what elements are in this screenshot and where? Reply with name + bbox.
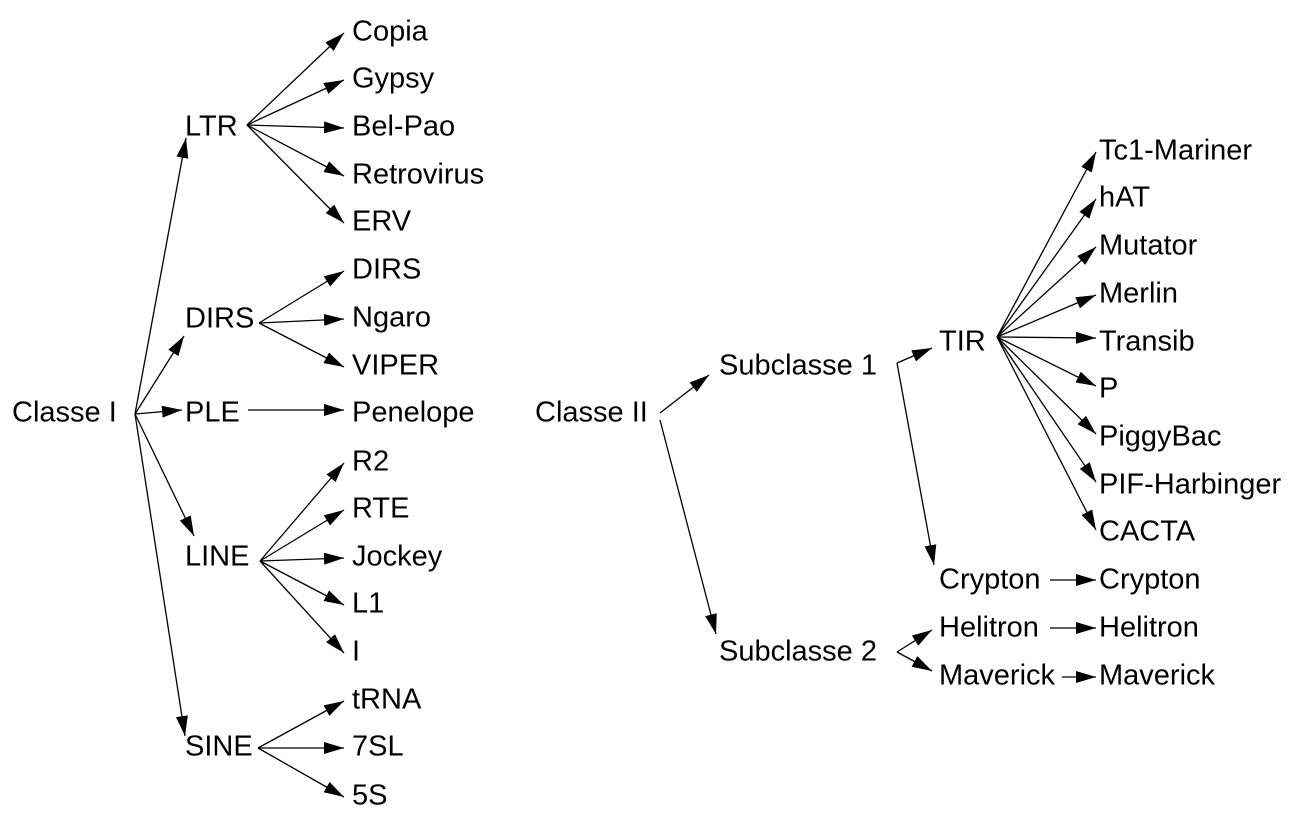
group-tir: TIR	[939, 326, 986, 358]
leaf-mutator: Mutator	[1099, 230, 1198, 262]
edge-tir-tc1-mariner	[996, 151, 1097, 338]
edge-classe-1-ple	[134, 405, 183, 418]
leaf-i: I	[352, 636, 360, 668]
leaf-r2: R2	[352, 446, 389, 478]
leaf-retrovirus: Retrovirus	[352, 159, 484, 191]
group-helitron: Helitron	[939, 612, 1039, 644]
classe-1-tree: Classe I LTR Copia Gypsy Bel-Pao Retrovi…	[12, 16, 484, 812]
edge-ltr-bel-pao	[246, 121, 345, 134]
edge-sine-5s	[257, 747, 345, 798]
leaf-helitron: Helitron	[1099, 612, 1199, 644]
leaf-tc1-mariner: Tc1-Mariner	[1099, 135, 1252, 167]
group-ltr: LTR	[185, 111, 238, 143]
leaf-rte: RTE	[352, 493, 409, 525]
subclasse-2: Subclasse 2	[719, 636, 877, 668]
edge-tir-hat	[996, 198, 1097, 338]
group-dirs: DIRS	[185, 303, 254, 335]
classe-1-root: Classe I	[12, 397, 117, 429]
leaf-trna: tRNA	[352, 684, 422, 716]
edge-ltr-copia	[246, 32, 345, 126]
leaf-viper: VIPER	[352, 350, 439, 382]
edge-subclasse-1-crypton	[896, 362, 937, 566]
group-crypton: Crypton	[939, 564, 1041, 596]
leaf-jockey: Jockey	[352, 541, 443, 573]
edge-subclasse-1-tir	[896, 347, 933, 364]
leaf-crypton: Crypton	[1099, 564, 1201, 596]
leaf-l1: L1	[352, 588, 384, 620]
group-line: LINE	[185, 541, 249, 573]
leaf-pif-harbinger: PIF-Harbinger	[1099, 469, 1281, 501]
subclasse-1: Subclasse 1	[719, 350, 877, 382]
edge-subclasse-2-helitron	[896, 629, 933, 653]
leaf-dirs: DIRS	[352, 254, 421, 286]
edge-classe-1-ltr	[134, 137, 189, 415]
leaf-5s: 5S	[352, 780, 387, 812]
edge-tir-transib	[996, 331, 1097, 344]
edge-tir-p	[996, 336, 1097, 387]
group-ple: PLE	[185, 397, 240, 429]
classe-2-tree: Classe II Subclasse 1 Subclasse 2 TIR Tc…	[535, 135, 1281, 692]
edge-ltr-gypsy	[246, 79, 345, 126]
edge-tir-piggybac	[996, 336, 1097, 435]
edge-subclasse-2-maverick	[896, 651, 933, 672]
leaf-bel-pao: Bel-Pao	[352, 111, 455, 143]
leaf-piggybac: PiggyBac	[1099, 421, 1222, 453]
edges	[134, 32, 1097, 798]
leaf-cacta: CACTA	[1099, 516, 1196, 548]
edge-tir-pif-harbinger	[996, 336, 1097, 483]
leaf-gypsy: Gypsy	[352, 63, 435, 95]
leaf-penelope: Penelope	[352, 397, 475, 429]
group-sine: SINE	[185, 731, 253, 763]
edge-classe-2-subclasse-2	[659, 419, 717, 635]
edge-classe-1-sine	[134, 413, 188, 737]
edge-dirs-ngaro	[258, 313, 345, 326]
leaf-p: P	[1099, 373, 1118, 405]
leaf-7sl: 7SL	[352, 731, 404, 763]
edge-dirs-dirs	[258, 270, 345, 324]
edge-line-rte	[259, 509, 345, 562]
edge-line-i	[259, 560, 345, 654]
group-maverick: Maverick	[939, 660, 1056, 692]
leaf-copia: Copia	[352, 16, 429, 48]
edge-sine-trna	[257, 700, 345, 749]
edge-ltr-retrovirus	[246, 124, 345, 177]
leaf-maverick: Maverick	[1099, 660, 1216, 692]
leaf-ngaro: Ngaro	[352, 302, 431, 334]
edge-classe-1-line	[134, 413, 195, 537]
edge-classe-1-dirs	[134, 335, 185, 415]
classe-2-root: Classe II	[535, 397, 648, 429]
edge-line-r2	[259, 462, 345, 562]
edge-dirs-viper	[258, 322, 345, 368]
leaf-merlin: Merlin	[1099, 278, 1178, 310]
edge-tir-cacta	[996, 336, 1097, 531]
leaf-erv: ERV	[352, 206, 412, 238]
edge-tir-merlin	[996, 294, 1097, 338]
edge-ltr-erv	[246, 124, 345, 224]
edge-line-l1	[259, 560, 345, 606]
edge-tir-mutator	[996, 246, 1097, 338]
edge-classe-2-subclasse-1	[659, 374, 710, 414]
leaf-transib: Transib	[1099, 326, 1195, 358]
edge-line-jockey	[259, 552, 345, 565]
leaf-hat: hAT	[1099, 182, 1150, 214]
